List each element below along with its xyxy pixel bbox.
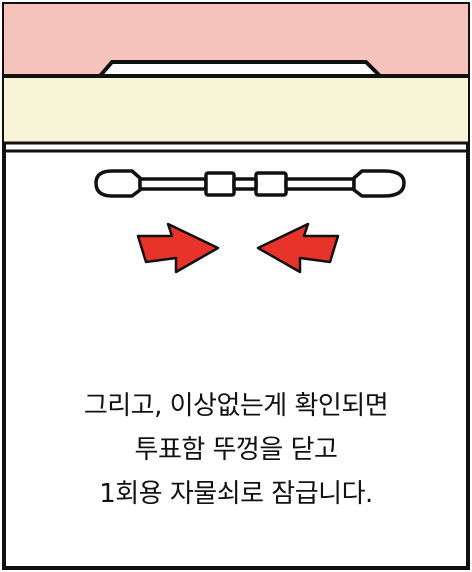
caption-line-3: 1회용 자물쇠로 잠급니다. bbox=[99, 479, 373, 509]
caption-line-1: 그리고, 이상없는게 확인되면 bbox=[83, 391, 389, 421]
lid-band bbox=[4, 78, 468, 142]
disposable-seal-icon bbox=[94, 169, 406, 198]
lid-handle bbox=[98, 60, 382, 78]
arrow-push-left-icon bbox=[256, 222, 340, 274]
caption-text: 그리고, 이상없는게 확인되면 투표함 뚜껑을 닫고 1회용 자물쇠로 잠급니다… bbox=[20, 384, 452, 516]
arrow-push-right-icon bbox=[136, 222, 220, 274]
caption-line-2: 투표함 뚜껑을 닫고 bbox=[134, 435, 338, 465]
